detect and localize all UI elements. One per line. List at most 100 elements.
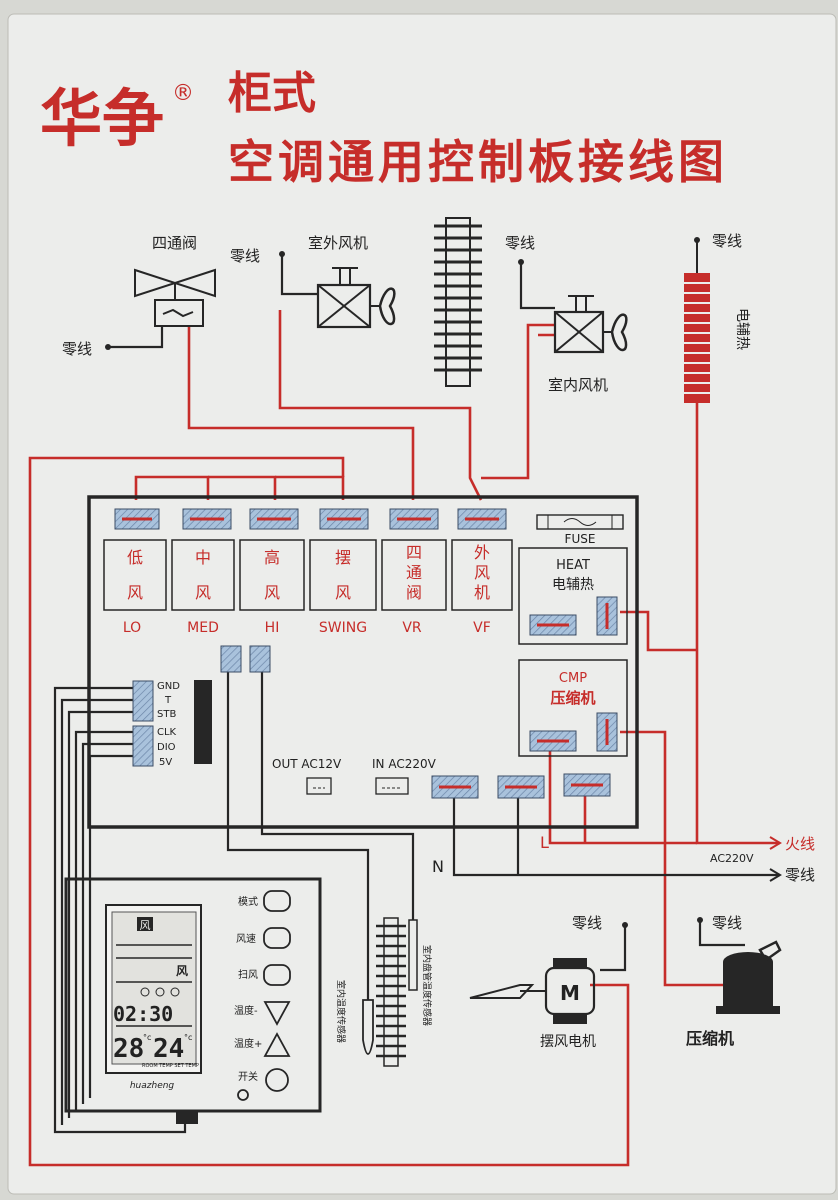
heater-label: 电辅热 <box>734 308 750 350</box>
indoor-fan: 零线 室内风机 <box>505 234 628 394</box>
signal-connector: GND T STB CLK DIO 5V <box>132 680 212 768</box>
swing-neutral-label: 零线 <box>572 914 602 932</box>
relay-vr-cn2: 通 <box>406 563 422 582</box>
coil-icon <box>434 217 482 387</box>
relay-en-labels: LO MED HI SWING VR VF <box>123 620 491 636</box>
power-indicator-icon <box>237 1089 249 1101</box>
out-label: OUT AC12V <box>272 757 342 771</box>
outdoor-fan: 零线 室外风机 <box>230 234 396 329</box>
title-line1: 柜式 <box>228 68 316 119</box>
relay-med-cn2: 风 <box>195 583 211 602</box>
heater: 零线 电辅热 <box>684 232 750 403</box>
motor-m-icon: M <box>560 981 580 1005</box>
relay-med-cn1: 中 <box>195 548 211 567</box>
ac-connectors: OUT AC12V IN AC220V <box>272 757 437 795</box>
relay-vf-en: VF <box>473 620 491 636</box>
swing-motor-label: 摆风电机 <box>540 1034 596 1050</box>
brand-logo: 华争 <box>40 82 164 155</box>
sig-5v: 5V <box>159 757 172 768</box>
compressor-label: 压缩机 <box>686 1029 734 1048</box>
sig-dio: DIO <box>157 742 176 753</box>
red-wires <box>28 310 780 1167</box>
heat-relay: HEAT 电辅热 <box>518 547 628 645</box>
four-way-valve-label: 四通阀 <box>152 234 197 252</box>
title-line2: 空调通用控制板接线图 <box>228 135 728 189</box>
relay-vr-en: VR <box>402 620 422 636</box>
btn-power-label: 开关 <box>238 1070 258 1083</box>
heat-en: HEAT <box>556 558 590 573</box>
remote-mode-icon: 风 <box>140 919 151 932</box>
relay-terminals <box>114 508 507 530</box>
relay-hi-cn1: 高 <box>264 548 280 567</box>
room-temp-sensor: 室内温度传感器 <box>335 980 374 1055</box>
remote-logo: huazheng <box>130 1081 175 1091</box>
indoor-fan-label: 室内风机 <box>548 376 608 394</box>
speed-button[interactable] <box>263 927 291 949</box>
sig-clk: CLK <box>157 727 177 738</box>
cmp-cn: 压缩机 <box>550 689 595 707</box>
outdoor-fan-label: 室外风机 <box>308 234 368 252</box>
relay-hi-cn2: 风 <box>264 583 280 602</box>
relay-labels: 低 风 中 风 高 风 摆 风 四 通 阀 外 风 机 <box>127 543 490 602</box>
mode-button[interactable] <box>263 890 291 912</box>
relay-vr-cn1: 四 <box>406 543 422 562</box>
outdoor-neutral-label: 零线 <box>230 247 260 265</box>
compressor-neutral-label: 零线 <box>712 914 742 932</box>
power-button[interactable] <box>265 1068 289 1092</box>
relay-boxes <box>103 539 513 611</box>
relay-vf-cn1: 外 <box>474 543 490 562</box>
room-sensor-label: 室内温度传感器 <box>335 980 347 1043</box>
remote-deg1: °c <box>143 1033 151 1042</box>
sig-t: T <box>164 695 172 706</box>
relay-lo-cn2: 风 <box>127 583 143 602</box>
black-wires <box>53 254 780 1134</box>
relay-med-en: MED <box>187 620 219 636</box>
four-way-valve: 四通阀 零线 <box>62 234 216 358</box>
registered-mark: ® <box>172 81 194 106</box>
remote-deg2: °c <box>184 1033 192 1042</box>
remote-time: 02:30 <box>113 1002 173 1026</box>
power-terminals <box>431 773 611 799</box>
swing-motor: 零线 M 摆风电机 <box>469 914 628 1050</box>
btn-swing-label: 扫风 <box>238 968 258 981</box>
valve-neutral-label: 零线 <box>62 340 92 358</box>
cmp-relay: CMP 压缩机 <box>518 659 628 757</box>
relay-swing-en: SWING <box>319 620 367 636</box>
compressor: 零线 压缩机 <box>686 914 782 1048</box>
ac220-label: AC220V <box>710 852 754 865</box>
btn-speed-label: 风速 <box>236 933 256 945</box>
temp-up-button[interactable] <box>263 1032 291 1057</box>
terminal-l: L <box>540 833 549 852</box>
btn-tempup-label: 温度+ <box>234 1037 262 1050</box>
cmp-en: CMP <box>559 671 587 686</box>
relay-hi-en: HI <box>265 620 280 636</box>
sig-stb: STB <box>157 709 176 720</box>
control-board <box>87 495 639 829</box>
relay-lo-cn1: 低 <box>127 548 143 567</box>
relay-swing-cn1: 摆 <box>335 548 351 567</box>
btn-tempdown-label: 温度- <box>234 1004 258 1017</box>
relay-swing-cn2: 风 <box>335 583 351 602</box>
heater-neutral-label: 零线 <box>712 232 742 250</box>
remote-temp1: 28 <box>113 1034 144 1064</box>
sensor-connectors <box>220 645 271 673</box>
live-label: 火线 <box>785 835 815 853</box>
btn-mode-label: 模式 <box>238 895 258 908</box>
swing-button[interactable] <box>263 964 291 986</box>
relay-lo-en: LO <box>123 620 141 636</box>
indoor-neutral-label: 零线 <box>505 234 535 252</box>
relay-vf-cn2: 风 <box>474 563 490 582</box>
remote-panel: 风 风 02:30 28 °c 24 °c ROOM TEMP SET TEMP… <box>64 877 322 1124</box>
mains: 火线 零线 AC220V <box>710 835 815 884</box>
pipe-temp-sensor: 室内盘管温度传感器 <box>376 917 433 1067</box>
temp-down-button[interactable] <box>263 1001 291 1026</box>
fuse-label: FUSE <box>565 532 596 546</box>
pipe-sensor-label: 室内盘管温度传感器 <box>421 945 433 1026</box>
card-background <box>7 13 837 1195</box>
remote-fan-text: 风 <box>176 964 188 978</box>
sig-gnd: GND <box>157 681 180 692</box>
heat-cn: 电辅热 <box>552 577 594 593</box>
terminal-n: N <box>432 857 444 876</box>
